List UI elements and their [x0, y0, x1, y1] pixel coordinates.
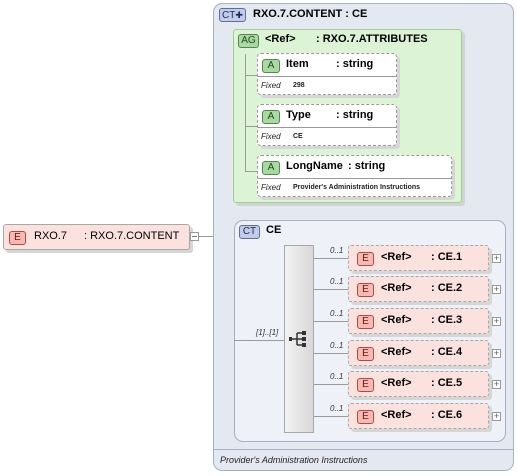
- root-element-type: : RXO.7.CONTENT: [84, 230, 180, 242]
- element-type: : CE.6: [431, 409, 463, 421]
- element-type: : CE.4: [431, 346, 463, 358]
- root-element-rxo7[interactable]: E RXO.7 : RXO.7.CONTENT: [3, 224, 190, 250]
- inner-type-title: CE: [266, 224, 282, 236]
- attribute-fixed-value: CE: [293, 133, 303, 140]
- attribute-type: : string: [348, 160, 386, 172]
- sequence-icon: [289, 331, 306, 347]
- outer-type-title: RXO.7.CONTENT : CE: [253, 8, 368, 20]
- attribute-name: Item: [286, 58, 309, 70]
- plus-icon[interactable]: +: [492, 253, 501, 263]
- element-ref: <Ref>: [381, 409, 412, 421]
- attribute-badge: A: [262, 59, 280, 73]
- root-element-name: RXO.7: [34, 230, 68, 242]
- element-ref: <Ref>: [381, 346, 412, 358]
- attribute-fixed-label: Fixed: [261, 81, 281, 90]
- ct-expand-icon[interactable]: CT✚: [219, 8, 246, 22]
- plus-icon[interactable]: +: [492, 316, 501, 326]
- element-ref: <Ref>: [381, 251, 412, 263]
- attribute-fixed-label: Fixed: [261, 183, 281, 192]
- element-badge: E: [9, 231, 26, 245]
- attribute-badge: A: [262, 161, 280, 175]
- ag-connector-v: [245, 54, 246, 171]
- attribute-longname[interactable]: A LongName : string Fixed Provider's Adm…: [257, 155, 452, 197]
- element-ce5[interactable]: E <Ref> : CE.5: [348, 371, 489, 397]
- element-ce3[interactable]: E <Ref> : CE.3: [348, 308, 489, 334]
- element-ce6[interactable]: E <Ref> : CE.6: [348, 403, 489, 429]
- element-badge: E: [357, 347, 374, 361]
- element-ce1[interactable]: E <Ref> : CE.1: [348, 245, 489, 271]
- seq-branch-2: [314, 289, 348, 290]
- seq-branch-1: [314, 258, 348, 259]
- seq-branch-3: [314, 321, 348, 322]
- element-ref: <Ref>: [381, 377, 412, 389]
- outer-type-footer-divider: [214, 449, 513, 450]
- minus-icon[interactable]: [190, 232, 199, 241]
- plus-icon[interactable]: +: [492, 284, 501, 294]
- element-badge: E: [357, 252, 374, 266]
- element-badge: E: [357, 410, 374, 424]
- element-type: : CE.3: [431, 314, 463, 326]
- element-occurrence: 0..1: [330, 404, 344, 413]
- ag-connector-item: [245, 75, 257, 76]
- attribute-item[interactable]: A Item : string Fixed 298: [257, 53, 397, 95]
- ce-connector-h: [234, 340, 284, 341]
- plus-icon[interactable]: +: [492, 379, 501, 389]
- ag-connector-type: [245, 126, 257, 127]
- plus-icon[interactable]: +: [492, 411, 501, 421]
- element-type: : CE.2: [431, 282, 463, 294]
- element-badge: E: [357, 283, 374, 297]
- attribute-fixed-label: Fixed: [261, 132, 281, 141]
- attribute-group-ref: <Ref>: [265, 33, 296, 45]
- seq-branch-5: [314, 384, 348, 385]
- element-ce4[interactable]: E <Ref> : CE.4: [348, 340, 489, 366]
- attribute-type: : string: [336, 109, 374, 121]
- attribute-divider: [258, 76, 396, 77]
- outer-type-footer: Provider's Administration Instructions: [220, 455, 368, 465]
- ag-connector-longname: [245, 171, 257, 172]
- element-ref: <Ref>: [381, 314, 412, 326]
- attribute-fixed-value: Provider's Administration Instructions: [293, 184, 421, 191]
- element-type: : CE.5: [431, 377, 463, 389]
- sequence-occurrence: [1]..[1]: [256, 328, 279, 337]
- attribute-name: LongName: [286, 160, 343, 172]
- element-ce2[interactable]: E <Ref> : CE.2: [348, 276, 489, 302]
- connector-root-h: [193, 236, 227, 237]
- element-type: : CE.1: [431, 251, 463, 263]
- ct-badge: CT: [239, 225, 260, 239]
- attribute-divider: [258, 127, 396, 128]
- attribute-group-badge: AG: [238, 34, 259, 48]
- attribute-badge: A: [262, 110, 280, 124]
- attribute-type: : string: [336, 58, 374, 70]
- ct-badge-label: CT: [222, 10, 236, 21]
- element-occurrence: 0..1: [330, 246, 344, 255]
- element-occurrence: 0..1: [330, 341, 344, 350]
- plus-glyph: ✚: [235, 10, 243, 20]
- element-badge: E: [357, 378, 374, 392]
- element-occurrence: 0..1: [330, 309, 344, 318]
- plus-icon[interactable]: +: [492, 348, 501, 358]
- attribute-fixed-value: 298: [293, 82, 305, 89]
- element-ref: <Ref>: [381, 282, 412, 294]
- attribute-group-type: : RXO.7.ATTRIBUTES: [316, 33, 428, 45]
- element-badge: E: [357, 315, 374, 329]
- attribute-type-field[interactable]: A Type : string Fixed CE: [257, 104, 397, 146]
- seq-branch-6: [314, 416, 348, 417]
- attribute-name: Type: [286, 109, 311, 121]
- attribute-divider: [258, 178, 451, 179]
- element-occurrence: 0..1: [330, 277, 344, 286]
- seq-branch-4: [314, 353, 348, 354]
- element-occurrence: 0..1: [330, 372, 344, 381]
